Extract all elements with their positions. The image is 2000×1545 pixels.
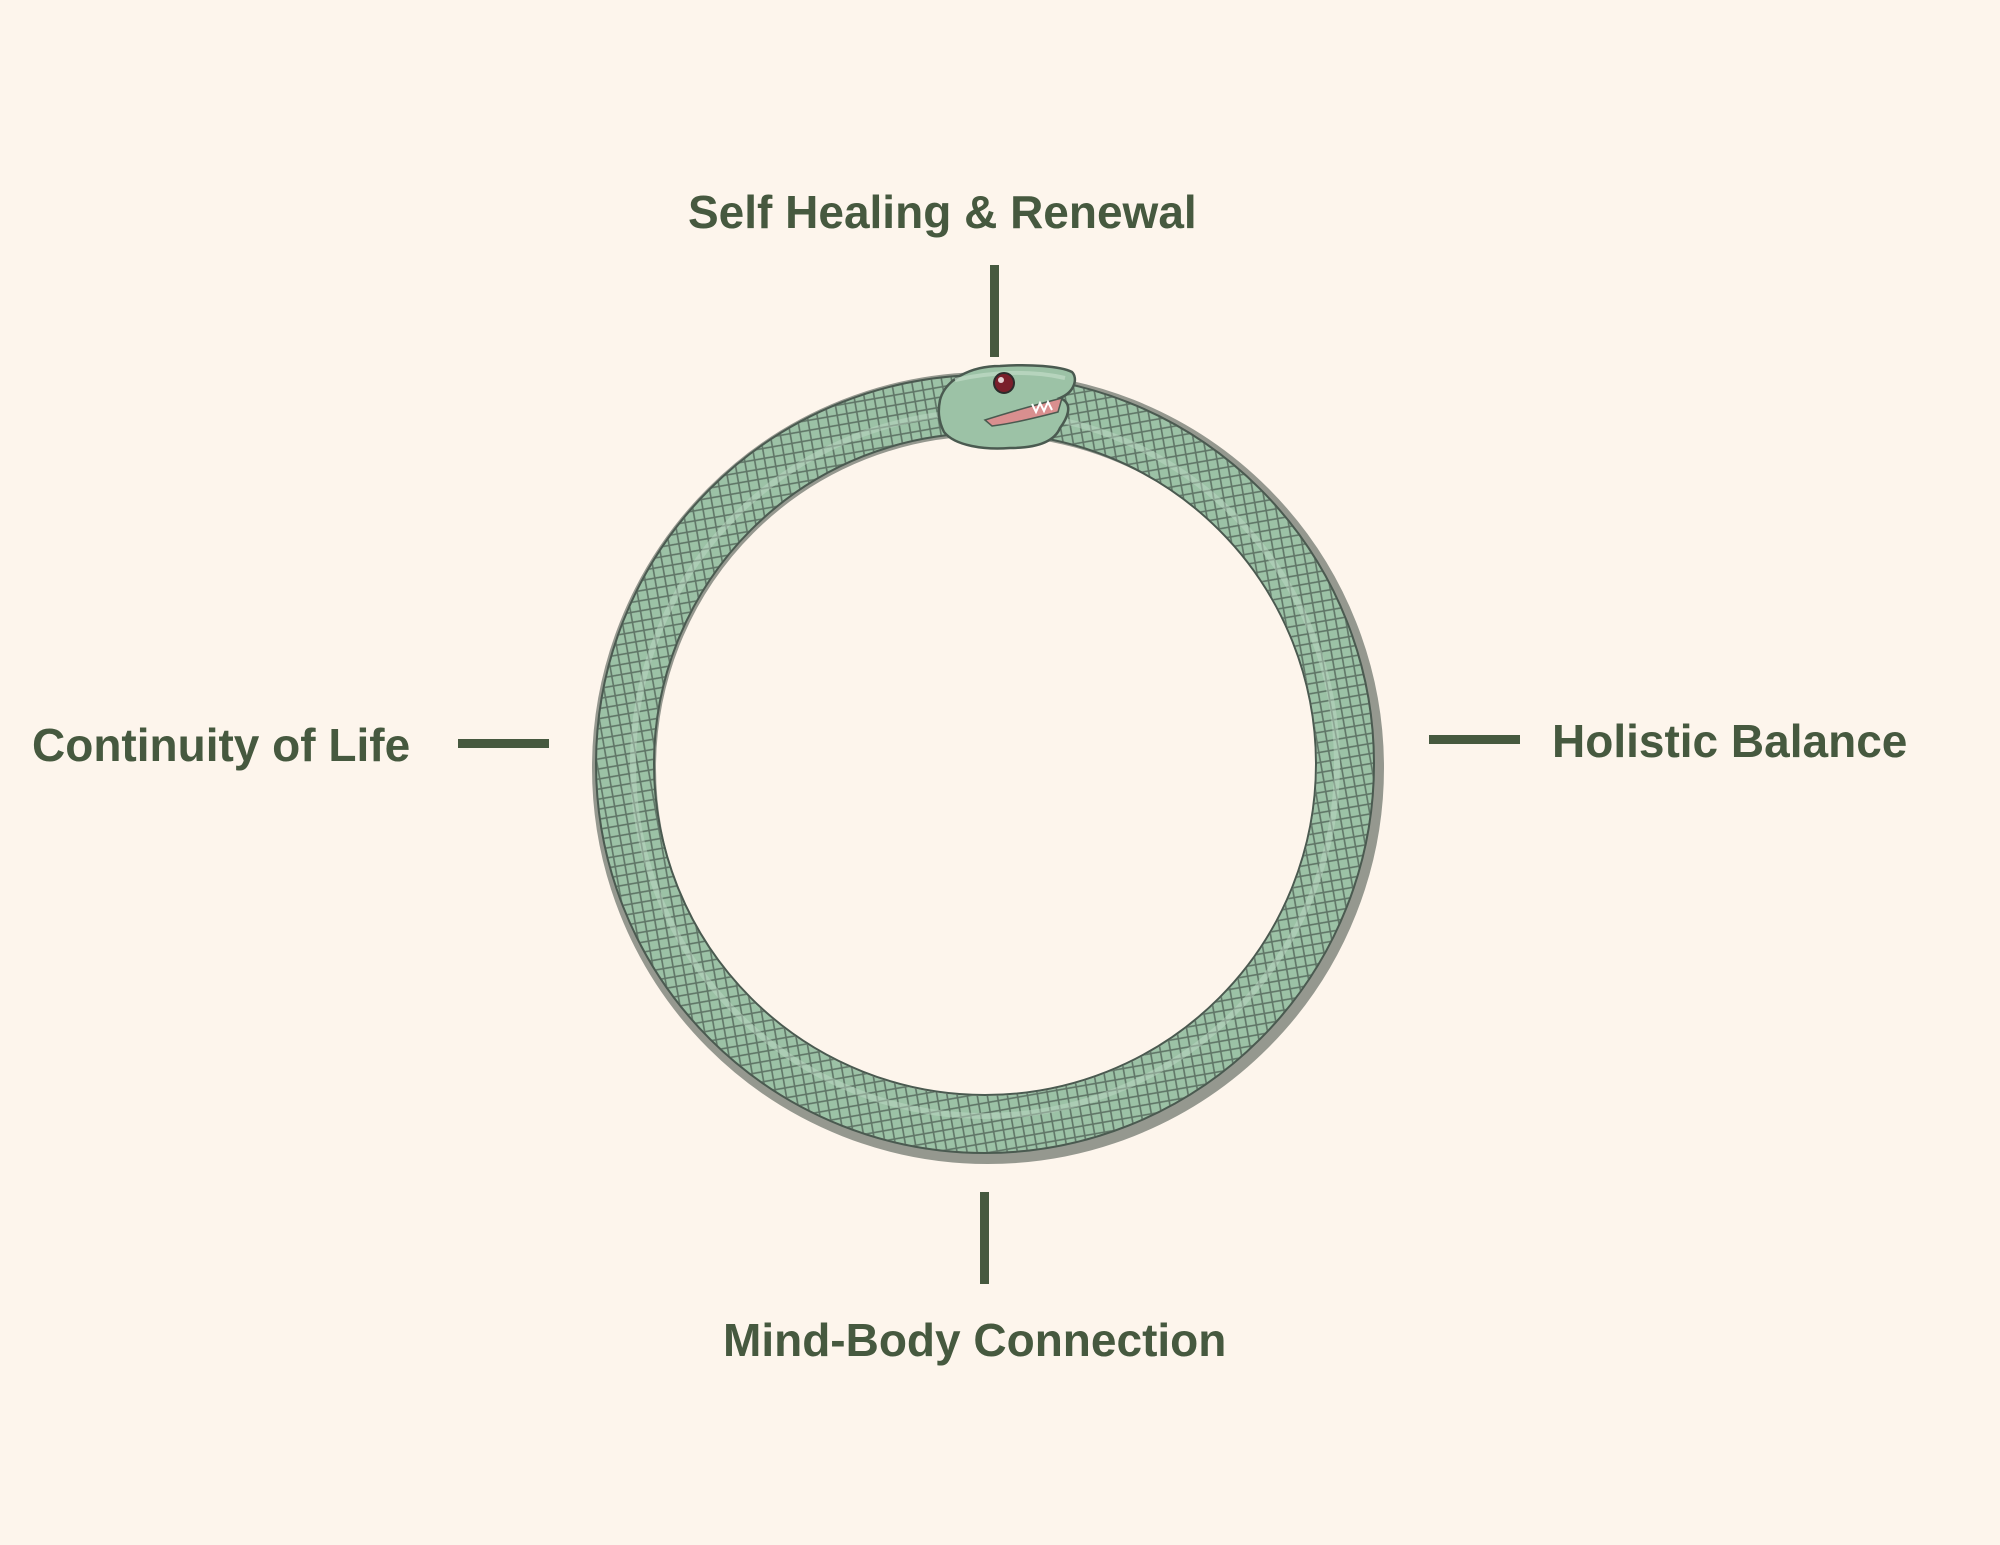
label-self-healing-renewal: Self Healing & Renewal	[688, 189, 1197, 235]
connector-bottom	[980, 1192, 989, 1284]
snake-head	[939, 365, 1075, 448]
label-mind-body-connection: Mind-Body Connection	[723, 1317, 1226, 1363]
snake-body	[625, 404, 1345, 1124]
connector-right	[1429, 735, 1520, 744]
label-holistic-balance: Holistic Balance	[1552, 718, 1907, 764]
connector-left	[458, 739, 549, 748]
connector-top	[990, 265, 999, 357]
snake-eye	[994, 373, 1014, 393]
label-continuity-of-life: Continuity of Life	[32, 722, 410, 768]
